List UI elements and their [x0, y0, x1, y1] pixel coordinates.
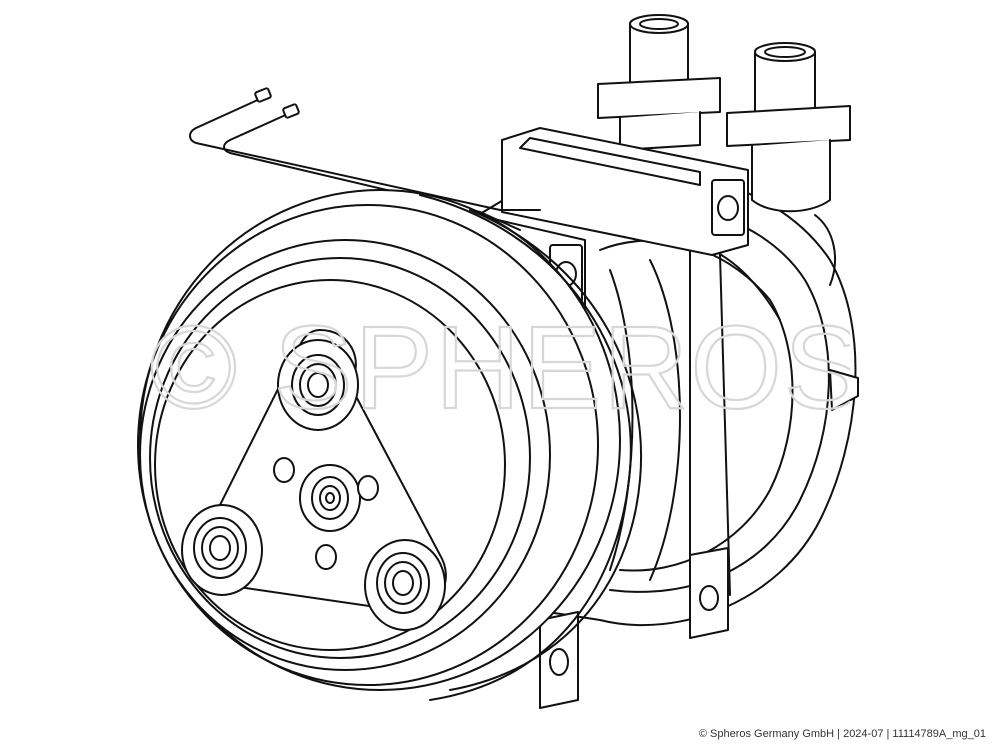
- rivet-left: [181, 504, 263, 596]
- upper-mount-bracket: [501, 127, 749, 256]
- discharge-port: [726, 42, 851, 213]
- rivet-right: [364, 539, 446, 631]
- hub-holes: [273, 457, 379, 570]
- copyright-caption: © Spheros Germany GmbH | 2024-07 | 11114…: [698, 728, 986, 740]
- lower-mount-bracket: [539, 547, 729, 709]
- rivet-top: [277, 339, 359, 431]
- hub-bolt: [299, 464, 361, 532]
- suction-port: [597, 14, 721, 151]
